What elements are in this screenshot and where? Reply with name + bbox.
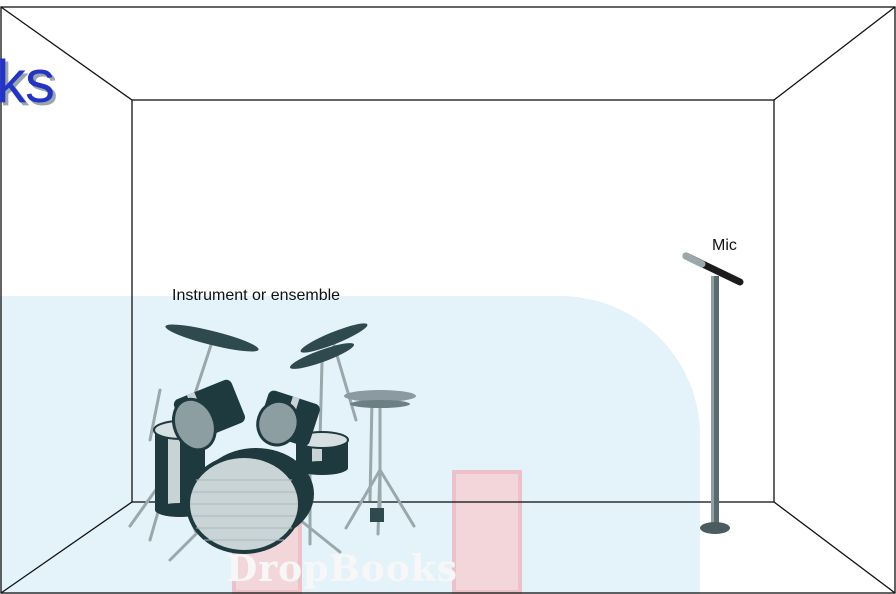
title-fragment: ks — [0, 52, 54, 112]
instrument-label: Instrument or ensemble — [172, 287, 340, 305]
mic-label: Mic — [712, 237, 737, 255]
